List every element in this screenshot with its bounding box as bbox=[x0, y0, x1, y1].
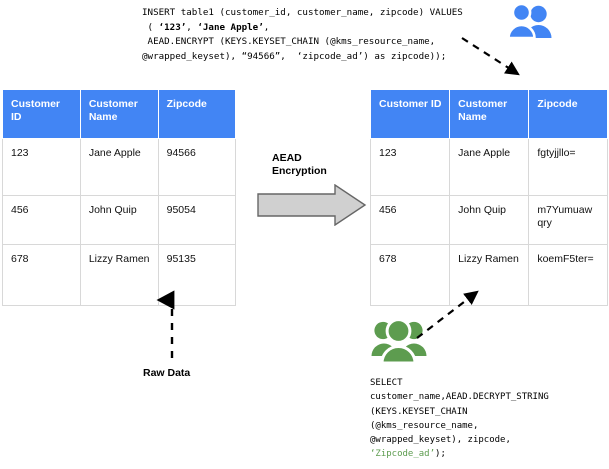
cell-customer-id: 123 bbox=[369, 138, 451, 196]
table-row: 678 Lizzy Ramen koemF5ter= bbox=[369, 244, 608, 306]
select-line-1: SELECT bbox=[370, 378, 403, 388]
insert-line-2-prefix: ( bbox=[142, 21, 159, 33]
table-header-row: Customer ID Customer Name Zipcode bbox=[369, 89, 608, 139]
encrypted-data-table: Customer ID Customer Name Zipcode 123 Ja… bbox=[369, 89, 608, 306]
cell-customer-name: John Quip bbox=[79, 195, 159, 245]
select-line-6-tail: ); bbox=[435, 449, 446, 460]
cell-customer-name: Lizzy Ramen bbox=[449, 244, 530, 306]
select-line-5: @wrapped_keyset), zipcode, bbox=[370, 435, 511, 446]
table-row: 678 Lizzy Ramen 95135 bbox=[2, 244, 237, 306]
select-literal-zipcode-ad: ‘Zipcode_ad’ bbox=[370, 449, 436, 460]
table-row: 123 Jane Apple 94566 bbox=[2, 138, 237, 196]
insert-statement: INSERT table1 (customer_id, customer_nam… bbox=[142, 6, 463, 64]
select-line-2: customer_name,AEAD.DECRYPT_STRING bbox=[370, 392, 549, 403]
cell-customer-name: John Quip bbox=[449, 195, 530, 245]
insert-line-3: AEAD.ENCRYPT (KEYS.KEYSET_CHAIN (@kms_re… bbox=[142, 36, 436, 48]
select-statement: SELECT customer_name,AEAD.DECRYPT_STRING… bbox=[370, 376, 549, 462]
table-row: 456 John Quip m7Yumuaw qry bbox=[369, 195, 608, 245]
insert-line-4: @wrapped_keyset), “94566”, ‘zipcode_ad’)… bbox=[142, 50, 447, 62]
column-header-customer-name: Customer Name bbox=[449, 89, 530, 139]
cell-customer-id: 678 bbox=[2, 244, 81, 306]
select-line-3: (KEYS.KEYSET_CHAIN bbox=[370, 406, 468, 417]
cell-zipcode: 94566 bbox=[157, 138, 237, 196]
cell-customer-id: 123 bbox=[2, 138, 81, 196]
cell-zipcode: 95054 bbox=[157, 195, 237, 245]
table-row: 456 John Quip 95054 bbox=[2, 195, 237, 245]
dashed-arrow-icon bbox=[461, 37, 520, 76]
cell-zipcode-encrypted: m7Yumuaw qry bbox=[528, 195, 608, 245]
insert-literal-customer-name: ‘Jane Apple’ bbox=[197, 21, 264, 33]
raw-data-label: Raw Data bbox=[143, 367, 191, 379]
dashed-arrow-icon bbox=[416, 290, 479, 339]
cell-customer-id: 456 bbox=[369, 195, 451, 245]
column-header-customer-id: Customer ID bbox=[369, 89, 451, 139]
cell-customer-id: 456 bbox=[2, 195, 81, 245]
insert-line-1: INSERT table1 (customer_id, customer_nam… bbox=[142, 7, 463, 18]
cell-customer-id: 678 bbox=[369, 244, 451, 306]
insert-line-2-sep: , bbox=[186, 21, 198, 33]
cell-customer-name: Jane Apple bbox=[79, 138, 159, 196]
dashed-arrow-icon bbox=[156, 290, 175, 358]
column-header-zipcode: Zipcode bbox=[157, 89, 237, 139]
cell-zipcode-encrypted: koemF5ter= bbox=[528, 244, 608, 306]
column-header-customer-id: Customer ID bbox=[2, 89, 81, 139]
aead-encryption-label: AEAD Encryption bbox=[272, 152, 327, 177]
cell-customer-name: Jane Apple bbox=[449, 138, 530, 196]
cell-customer-name: Lizzy Ramen bbox=[79, 244, 159, 306]
raw-data-table: Customer ID Customer Name Zipcode 123 Ja… bbox=[2, 89, 237, 306]
insert-literal-customer-id: ‘123’ bbox=[158, 21, 187, 33]
insert-line-2-suffix: , bbox=[263, 21, 270, 33]
users-icon bbox=[507, 2, 552, 40]
column-header-zipcode: Zipcode bbox=[528, 89, 608, 139]
table-header-row: Customer ID Customer Name Zipcode bbox=[2, 89, 237, 139]
cell-zipcode-encrypted: fgtyjjllo= bbox=[528, 138, 608, 196]
table-row: 123 Jane Apple fgtyjjllo= bbox=[369, 138, 608, 196]
aead-encryption-arrow bbox=[257, 184, 367, 226]
column-header-customer-name: Customer Name bbox=[79, 89, 159, 139]
select-line-4: (@kms_resource_name, bbox=[370, 420, 479, 431]
users-icon bbox=[371, 318, 427, 365]
